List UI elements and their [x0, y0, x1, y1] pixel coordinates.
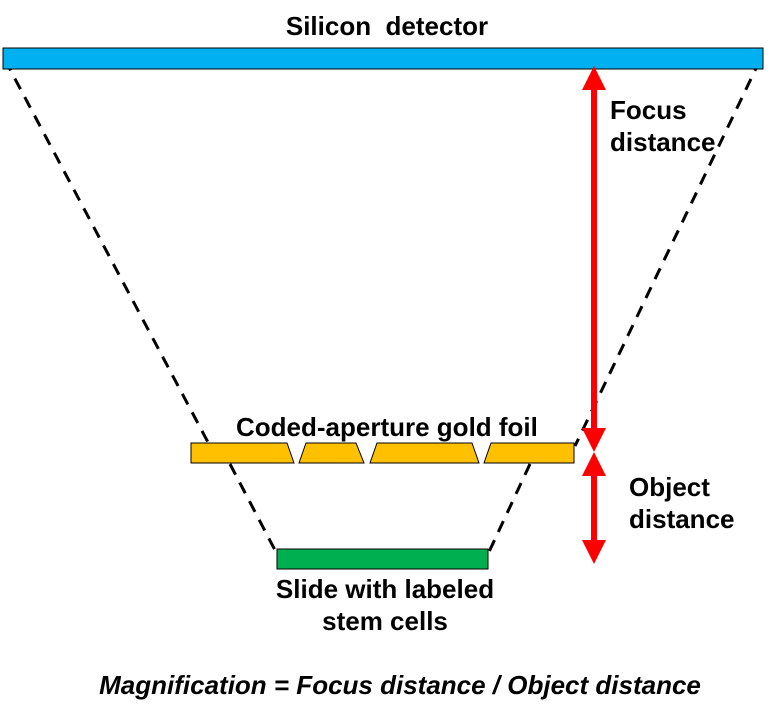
object-distance-label: Object distance — [629, 472, 735, 535]
focus-label-line1: Focus — [610, 95, 687, 125]
left-lower-dashed-line — [228, 463, 279, 555]
focus-label-line2: distance — [610, 126, 716, 157]
detector-label: Silicon detector — [285, 11, 489, 41]
object-distance-arrow — [582, 452, 606, 564]
focus-distance-label: Focus distance — [610, 95, 716, 158]
slide-label-line2: stem cells — [322, 605, 448, 636]
object-label-line1: Object — [629, 472, 710, 502]
foil-segment-1 — [190, 442, 295, 464]
slide-bar — [276, 548, 489, 570]
foil-label: Coded-aperture gold foil — [236, 412, 538, 442]
right-upper-dashed-line — [573, 59, 762, 447]
object-label-line2: distance — [629, 503, 735, 534]
coded-aperture-foil — [190, 442, 575, 464]
right-lower-dashed-line — [486, 463, 532, 555]
magnification-formula: Magnification = Focus distance / Object … — [99, 670, 701, 700]
slide-label: Slide with labeled stem cells — [250, 574, 520, 637]
foil-segment-3 — [369, 442, 480, 464]
foil-segment-2 — [298, 442, 365, 464]
focus-distance-arrow — [582, 66, 606, 452]
silicon-detector-bar — [2, 47, 764, 70]
left-upper-dashed-line — [3, 59, 212, 447]
slide-label-line1: Slide with labeled — [275, 574, 495, 604]
foil-segment-4 — [483, 442, 575, 464]
